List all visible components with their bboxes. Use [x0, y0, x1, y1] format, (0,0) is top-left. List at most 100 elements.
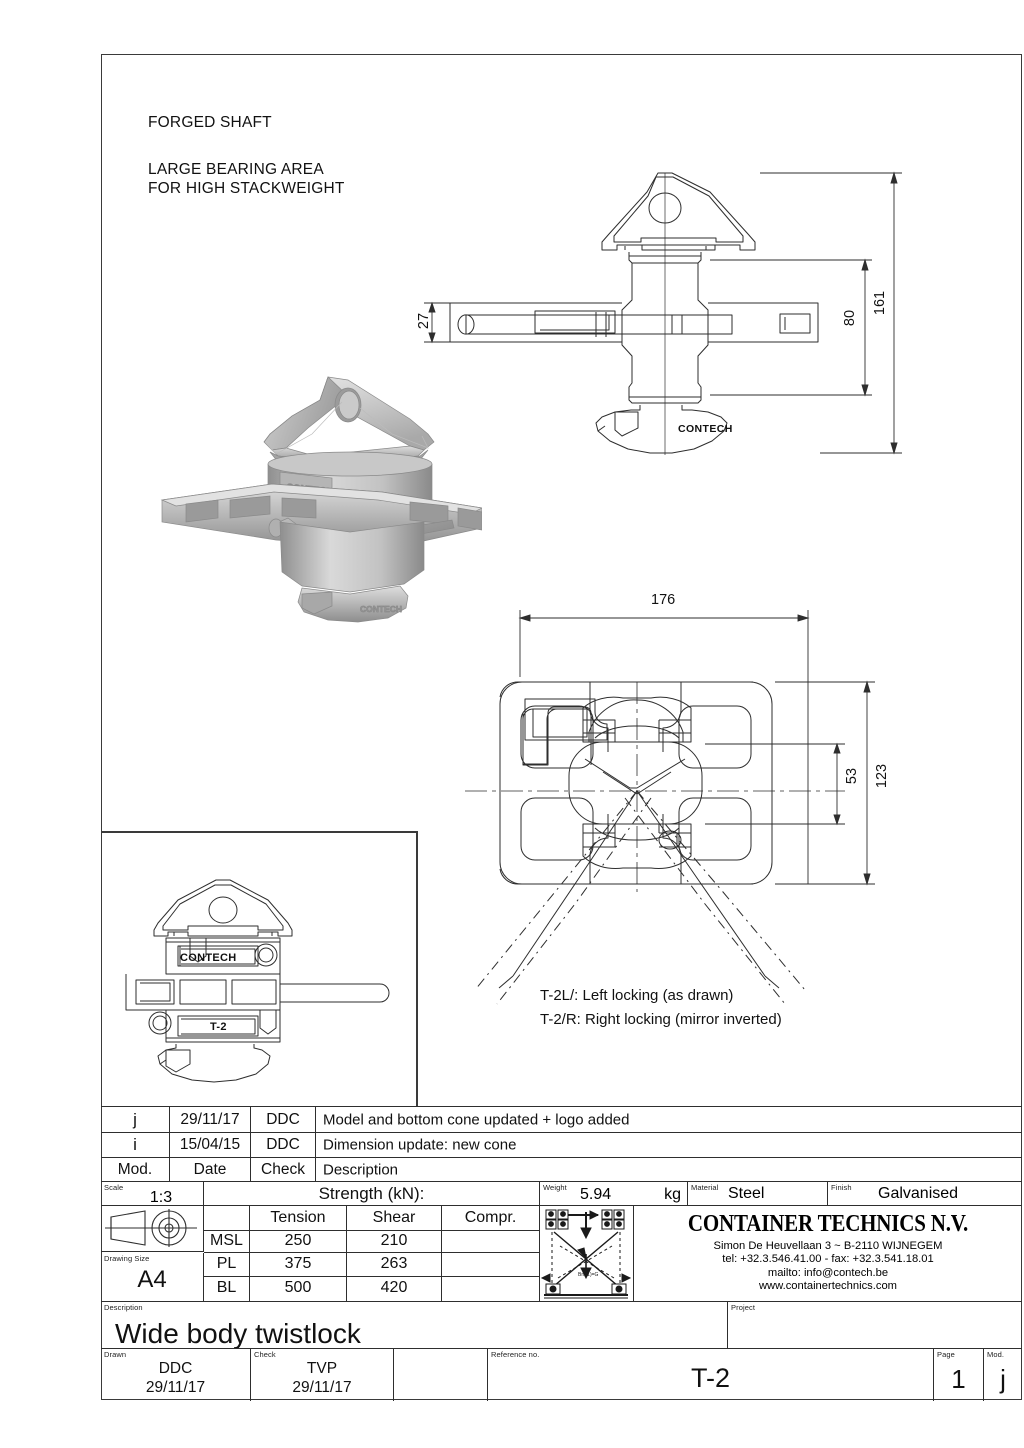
strength-row-pl-label: PL	[204, 1253, 250, 1277]
bl-tension-value: 500	[284, 1279, 312, 1296]
drawing-size-cell: Drawing Size A4	[101, 1253, 204, 1302]
panel-divider-horizontal	[101, 831, 418, 833]
pl-label: PL	[216, 1255, 237, 1272]
strength-row-bl-tension: 500	[250, 1277, 347, 1302]
strength-row-pl-compr	[442, 1253, 540, 1277]
plan-view	[465, 681, 845, 1005]
finish-value: Galvanised	[878, 1185, 959, 1202]
drawn-by: DDC	[158, 1360, 193, 1377]
strength-row-pl-shear: 263	[347, 1253, 442, 1277]
company-address: Simon De Heuvellaan 3 ~ B-2110 WIJNEGEM	[713, 1240, 943, 1252]
weight-cell: Weight 5.94 kg	[540, 1182, 688, 1206]
spare-cell	[394, 1349, 488, 1401]
msl-tension-value: 250	[284, 1232, 312, 1249]
note-forged-shaft: FORGED SHAFT	[148, 114, 272, 131]
strength-header-cell: Strength (kN):	[204, 1182, 540, 1206]
mod-value: j	[1000, 1364, 1006, 1394]
dimension-80: 80	[842, 309, 858, 327]
company-block: CONTAINER TECHNICS N.V. Simon De Heuvell…	[634, 1209, 1022, 1293]
plan-view-dimensions	[518, 610, 875, 886]
rev-i-date-value: 15/04/15	[179, 1136, 241, 1153]
scale-label: Scale	[104, 1183, 124, 1192]
strength-row-msl-compr	[442, 1231, 540, 1253]
rev-row-i-date: 15/04/15	[170, 1133, 251, 1158]
material-cell: Material Steel	[688, 1182, 828, 1206]
note-bearing-line2: FOR HIGH STACKWEIGHT	[148, 180, 345, 197]
rev-j-description-value: Model and bottom cone updated + logo add…	[323, 1111, 630, 1128]
rev-row-i-description: Dimension update: new cone	[316, 1133, 1022, 1158]
rev-header-check-label: Check	[261, 1161, 305, 1178]
projection-symbol-cell	[101, 1206, 204, 1252]
note-bearing-area: LARGE BEARING AREA FOR HIGH STACKWEIGHT	[148, 160, 345, 198]
svg-text:Bn (1)=G: Bn (1)=G	[578, 1272, 599, 1278]
company-contact-lines: Simon De Heuvellaan 3 ~ B-2110 WIJNEGEM …	[634, 1240, 1022, 1293]
page-cell: Page 1	[934, 1349, 984, 1401]
weight-unit: kg	[664, 1186, 681, 1203]
strength-row-msl-label: MSL	[204, 1231, 250, 1253]
locking-legend-line2: T-2/R: Right locking (mirror inverted)	[540, 1011, 782, 1028]
strength-row-bl-shear: 420	[347, 1277, 442, 1302]
scale-value: 1:3	[149, 1189, 173, 1206]
msl-label: MSL	[210, 1232, 243, 1249]
msl-shear-value: 210	[380, 1232, 408, 1249]
scale-cell: Scale 1:3	[101, 1182, 204, 1206]
strength-header-label: Strength (kN):	[318, 1184, 425, 1203]
dimension-161: 161	[872, 290, 888, 316]
dimension-176: 176	[651, 592, 676, 608]
dimension-27: 27	[416, 312, 432, 330]
strength-row-pl-tension: 375	[250, 1253, 347, 1277]
company-mail: mailto: info@contech.be	[767, 1266, 889, 1279]
reference-label: Reference no.	[491, 1350, 540, 1359]
check-date: 29/11/17	[292, 1379, 352, 1396]
strength-rowlabel-header	[204, 1206, 250, 1231]
reference-value: T-2	[690, 1363, 730, 1393]
bl-label: BL	[216, 1279, 237, 1296]
strength-col-compr-header: Compr.	[442, 1206, 540, 1231]
drawn-values: DDC 29/11/17	[101, 1359, 250, 1397]
brand-mark-side: CONTECH	[180, 952, 237, 964]
rev-row-i-mod: i	[101, 1133, 170, 1158]
rev-row-j-description: Model and bottom cone updated + logo add…	[316, 1107, 1022, 1133]
rev-header-date: Date	[170, 1158, 251, 1182]
rev-header-check: Check	[251, 1158, 316, 1182]
rev-row-j-check: DDC	[251, 1107, 316, 1133]
material-value: Steel	[728, 1185, 765, 1202]
side-elevation-view: CONTECH T-2	[125, 879, 390, 1083]
project-label: Project	[731, 1303, 756, 1312]
drawing-frame	[101, 54, 1022, 1400]
title-block: j 29/11/17 DDC Model and bottom cone upd…	[101, 1106, 1022, 1401]
rev-row-j-date: 29/11/17	[170, 1107, 251, 1133]
finish-label: Finish	[831, 1183, 852, 1192]
weight-label: Weight	[543, 1183, 567, 1192]
front-view-dimensions	[424, 171, 902, 455]
rev-header-description-label: Description	[323, 1161, 399, 1178]
mod-cell: Mod. j	[984, 1349, 1022, 1401]
dimension-123: 123	[874, 763, 890, 789]
front-elevation-view: CONTECH	[449, 172, 819, 455]
panel-divider-vertical	[416, 831, 418, 1107]
strength-row-msl-shear: 210	[347, 1231, 442, 1253]
strength-shear-label: Shear	[372, 1209, 416, 1226]
rev-header-description: Description	[316, 1158, 1022, 1182]
rev-header-date-label: Date	[193, 1161, 227, 1178]
description-value: Wide body twistlock	[115, 1318, 361, 1349]
reference-cell: Reference no. T-2	[488, 1349, 934, 1401]
rev-row-j-mod: j	[101, 1107, 170, 1133]
strength-tension-label: Tension	[270, 1209, 326, 1226]
check-label: Check	[254, 1350, 276, 1359]
part-code-mark: T-2	[210, 1021, 227, 1033]
rev-i-check-value: DDC	[266, 1136, 300, 1153]
check-cell: Check TVP 29/11/17	[251, 1349, 394, 1401]
strength-col-tension-header: Tension	[250, 1206, 347, 1231]
page-value: 1	[951, 1364, 966, 1394]
weight-value: 5.94	[580, 1186, 612, 1203]
bl-shear-value: 420	[380, 1279, 408, 1296]
strength-row-bl-compr	[442, 1277, 540, 1302]
check-by: TVP	[306, 1360, 338, 1377]
check-values: TVP 29/11/17	[251, 1359, 393, 1397]
strength-row-msl-tension: 250	[250, 1231, 347, 1253]
rev-row-i-check: DDC	[251, 1133, 316, 1158]
note-bearing-line1: LARGE BEARING AREA	[148, 161, 324, 178]
rev-j-check-value: DDC	[266, 1111, 300, 1128]
